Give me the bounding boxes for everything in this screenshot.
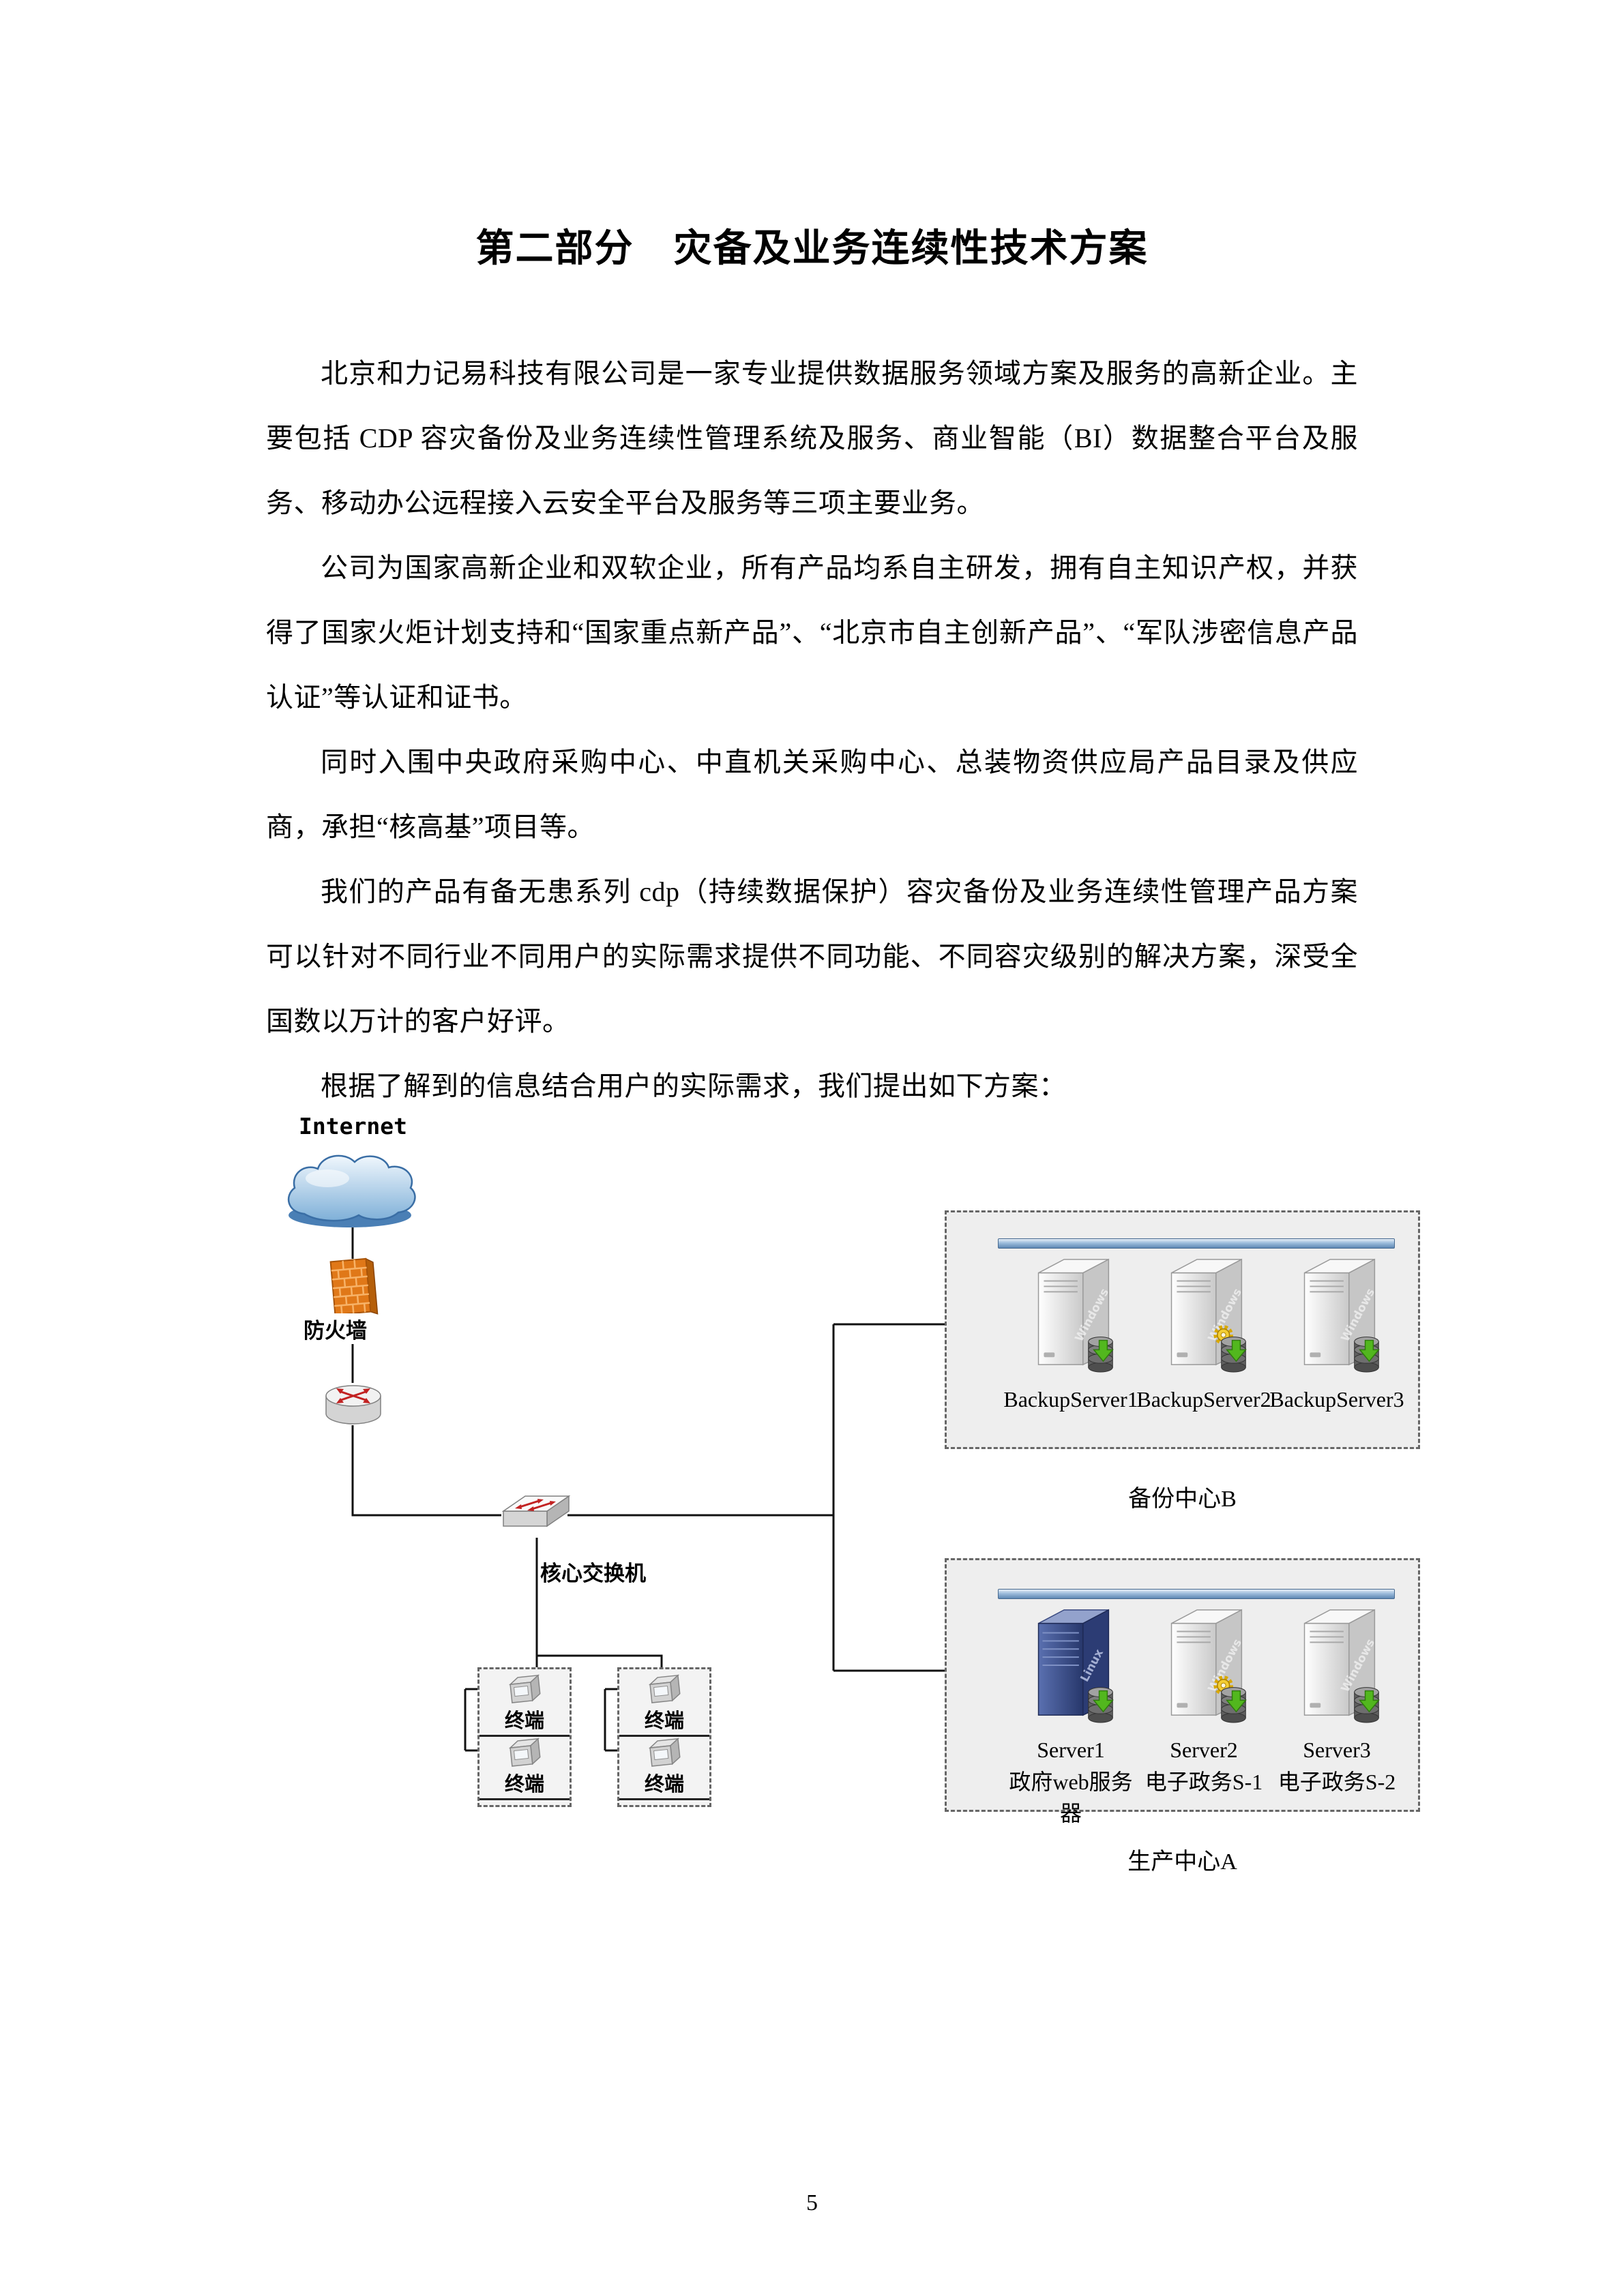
core-switch-icon <box>501 1495 571 1527</box>
production-bus-bar <box>998 1589 1395 1599</box>
terminal-icon <box>509 1675 542 1703</box>
backup-server-2-name: BackupServer2 <box>1136 1387 1271 1412</box>
page-number: 5 <box>806 2190 818 2216</box>
terminal-label: 终端 <box>619 1705 709 1737</box>
backup-server-3-name: BackupServer3 <box>1269 1387 1404 1412</box>
core-switch-label: 核心交换机 <box>540 1562 646 1586</box>
terminal-group-1: 终端 终端 <box>477 1667 572 1807</box>
terminal-label: 终端 <box>479 1705 570 1737</box>
router-icon <box>325 1385 381 1425</box>
paragraph-3: 同时入围中央政府采购中心、中直机关采购中心、总装物资供应局产品目录及供应商，承担… <box>266 747 1358 842</box>
production-server-1-desc: 政府web服务器 <box>1009 1770 1133 1825</box>
paragraph-5: 根据了解到的信息结合用户的实际需求，我们提出如下方案： <box>321 1071 1067 1101</box>
backup-center-box: Windows Windows Windows BackupServer1 Ba… <box>945 1210 1420 1449</box>
production-server-1-name: Server1 <box>1037 1738 1105 1762</box>
firewall-label: 防火墙 <box>301 1313 369 1344</box>
network-diagram: Internet <box>0 1112 1624 1913</box>
terminal-group-2: 终端 终端 <box>617 1667 711 1807</box>
production-center-box: Linux Windows Windows Server1 Server2 Se… <box>945 1558 1420 1825</box>
production-server-2-desc: 电子政务S-1 <box>1145 1770 1263 1794</box>
paragraph-2: 公司为国家高新企业和双软企业，所有产品均系自主研发，拥有自主知识产权，并获得了国… <box>266 552 1358 713</box>
terminal-icon <box>649 1738 681 1767</box>
paragraph-4: 我们的产品有备无患系列 cdp（持续数据保护）容灾备份及业务连续性管理产品方案可… <box>266 876 1358 1037</box>
text-column: 第二部分 灾备及业务连续性技术方案 北京和力记易科技有限公司是一家专业提供数据服… <box>266 225 1358 1118</box>
backup-server-1-name: BackupServer1 <box>1003 1387 1138 1412</box>
terminal-cell: 终端 <box>479 1673 570 1737</box>
terminal-icon <box>649 1675 681 1703</box>
production-server-3-icon: Windows <box>1303 1609 1380 1723</box>
backup-server-1-icon: Windows <box>1037 1258 1114 1373</box>
production-center-caption: 生产中心A <box>1127 1849 1237 1875</box>
paragraph-1: 北京和力记易科技有限公司是一家专业提供数据服务领域方案及服务的高新企业。主要包括… <box>266 358 1358 518</box>
internet-cloud-icon <box>287 1154 416 1227</box>
backup-center-caption: 备份中心B <box>1128 1487 1237 1512</box>
production-server-3-desc: 电子政务S-2 <box>1278 1770 1396 1794</box>
production-server-1-icon: Linux <box>1037 1609 1114 1723</box>
backup-server-2-icon: Windows <box>1170 1258 1247 1373</box>
terminal-icon <box>509 1738 542 1767</box>
backup-bus-bar <box>998 1238 1395 1249</box>
firewall-icon <box>329 1257 379 1316</box>
terminal-cell: 终端 <box>619 1673 709 1737</box>
document-title: 第二部分 灾备及业务连续性技术方案 <box>475 226 1149 271</box>
production-server-3-name: Server3 <box>1303 1738 1371 1762</box>
backup-server-3-icon: Windows <box>1303 1258 1380 1373</box>
terminal-label: 终端 <box>479 1768 570 1800</box>
terminal-label: 终端 <box>619 1768 709 1800</box>
production-server-2-name: Server2 <box>1170 1738 1238 1762</box>
internet-label: Internet <box>299 1113 407 1139</box>
production-server-2-icon: Windows <box>1170 1609 1247 1723</box>
terminal-cell: 终端 <box>479 1737 570 1800</box>
terminal-cell: 终端 <box>619 1737 709 1800</box>
